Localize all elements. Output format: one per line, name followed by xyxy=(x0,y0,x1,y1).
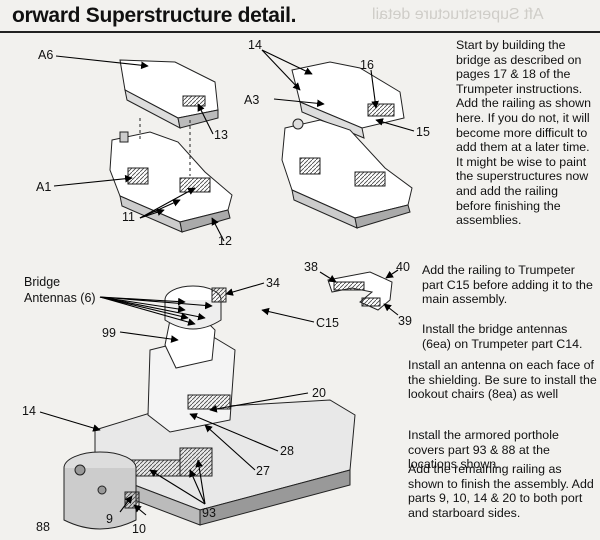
callout-28: 28 xyxy=(280,444,294,458)
callout-88: 88 xyxy=(36,520,50,534)
callout-c15: C15 xyxy=(316,316,339,330)
instruction-shielding-antennas: Install an antenna on each face of the s… xyxy=(408,358,597,402)
callout-38: 38 xyxy=(304,260,318,274)
callout-bridge-antennas: Bridge Antennas (6) xyxy=(24,275,96,305)
instruction-bridge-antennas: Install the bridge antennas (6ea) on Tru… xyxy=(422,322,583,351)
callout-40: 40 xyxy=(396,260,410,274)
callout-93: 93 xyxy=(202,506,216,520)
page-title: orward Superstructure detail. xyxy=(12,4,297,27)
callout-39: 39 xyxy=(398,314,412,328)
callout-14-bottom: 14 xyxy=(22,404,36,418)
callout-12: 12 xyxy=(218,234,232,248)
part-c15-drawing xyxy=(327,271,393,311)
main-assembly-drawing xyxy=(63,285,356,530)
instruction-bridge-build: Start by building the bridge as describe… xyxy=(456,38,592,228)
instruction-remaining-railing: Add the remaining railing as shown to fi… xyxy=(408,462,594,520)
callout-9: 9 xyxy=(106,512,113,526)
callout-16: 16 xyxy=(360,58,374,72)
callout-10: 10 xyxy=(132,522,146,536)
callout-a3: A3 xyxy=(244,93,260,107)
callout-13: 13 xyxy=(214,128,228,142)
instruction-porthole-covers-visible: Install the armored porthole covers part… xyxy=(408,428,559,472)
assembly-a1-a3-drawing xyxy=(281,61,413,229)
callout-15: 15 xyxy=(416,125,430,139)
callout-99: 99 xyxy=(102,326,116,340)
callout-a1: A1 xyxy=(36,180,52,194)
callout-34: 34 xyxy=(266,276,280,290)
callout-27: 27 xyxy=(256,464,270,478)
instruction-c15-railing: Add the railing to Trumpeter part C15 be… xyxy=(422,263,593,307)
callout-11: 11 xyxy=(122,210,135,224)
part-a6-drawing xyxy=(119,59,219,129)
callout-14-top: 14 xyxy=(248,38,262,52)
title-rule xyxy=(0,31,600,33)
leader-lines xyxy=(39,49,415,516)
callout-20: 20 xyxy=(312,386,326,400)
callout-a6: A6 xyxy=(38,48,54,62)
